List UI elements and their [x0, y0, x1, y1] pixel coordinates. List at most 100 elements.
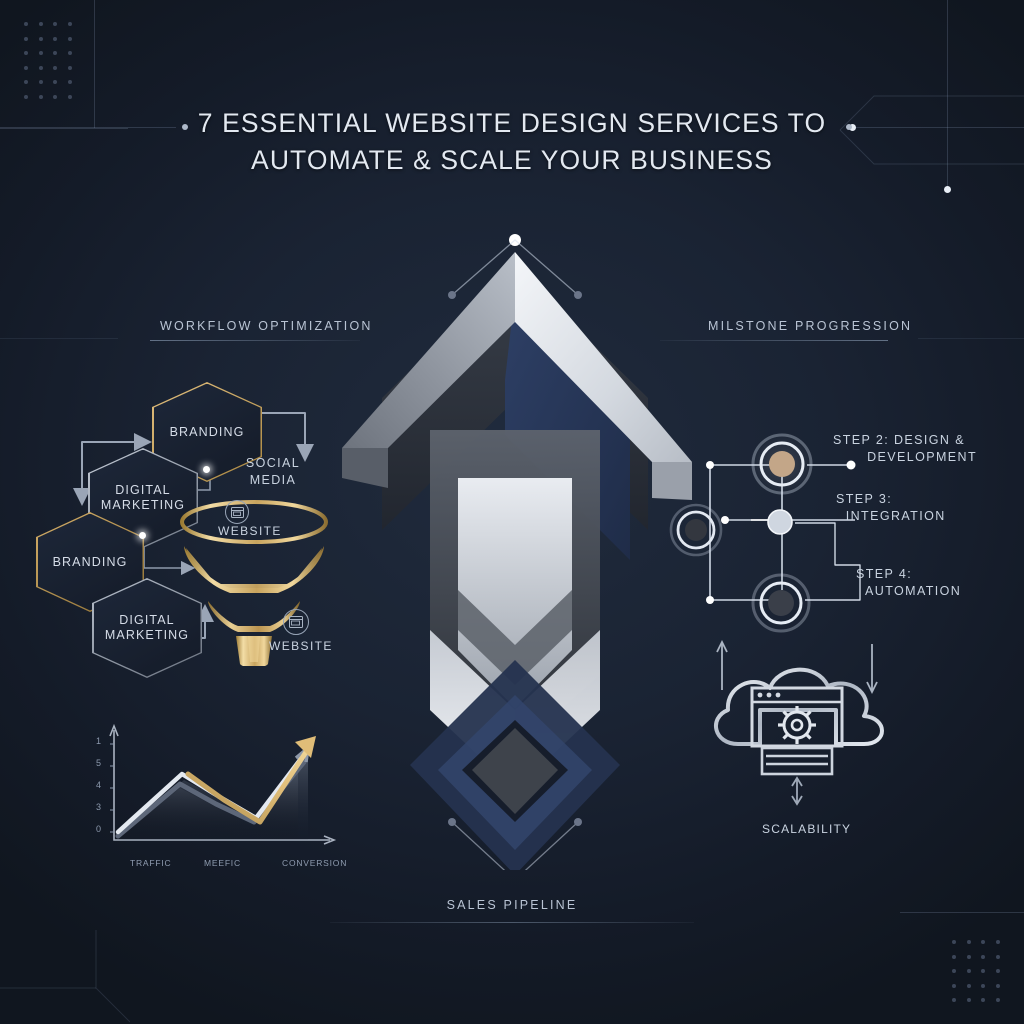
decor-line-top-left-vertical [94, 0, 95, 128]
grid-dot [67, 65, 72, 70]
grid-dot [981, 983, 985, 988]
browser-window-glyph-2 [289, 616, 303, 628]
decor-dot-top-right-a [944, 186, 951, 193]
decor-line-top-right-vertical [947, 0, 948, 190]
milestone-heading-label: MILSTONE PROGRESSION [708, 319, 913, 333]
grid-dot [981, 969, 985, 973]
workflow-heading-label: WORKFLOW OPTIMIZATION [160, 319, 373, 333]
central-arrow-graphic [342, 234, 692, 870]
growth-line-chart [109, 723, 337, 845]
sales-funnel-graphic [180, 500, 328, 666]
dot-grid-top-left [24, 22, 72, 99]
grid-dot [24, 80, 28, 84]
milestone-node-step-1[interactable] [668, 502, 724, 558]
decor-line-center-right [918, 338, 1024, 339]
gear-icon [778, 706, 816, 744]
grid-dot [53, 36, 57, 41]
chart-y-tick-label: 1 [96, 736, 102, 746]
funnel-website-label-bottom: WEBSITE [269, 639, 333, 653]
decor-line-top-left-horizontal [0, 128, 128, 129]
grid-dot [995, 954, 1000, 959]
grid-dot [966, 998, 971, 1002]
milestone-node-step-3[interactable] [766, 508, 794, 536]
grid-dot [24, 22, 28, 26]
decor-line-top-right-horizontal [850, 127, 1024, 128]
workflow-heading-rule [150, 340, 360, 341]
chart-x-tick-label: MEEFIC [204, 858, 241, 868]
grid-dot [952, 940, 956, 944]
grid-dot [38, 94, 43, 99]
title-bullet-left [182, 124, 188, 130]
grid-dot [952, 969, 956, 973]
grid-dot [67, 22, 72, 26]
browser-window-glyph [230, 506, 244, 518]
hex-digital-marketing-mid-label: DIGITAL MARKETING [100, 483, 186, 512]
page-title: 7 ESSENTIAL WEBSITE DESIGN SERVICES TO A… [0, 105, 1024, 179]
pipeline-heading-rule [330, 922, 694, 923]
grid-dot [995, 969, 1000, 973]
section-heading-pipeline: SALES PIPELINE [0, 896, 1024, 914]
social-media-label: SOCIAL MEDIA [245, 456, 301, 487]
dot-grid-bottom-right [952, 940, 1000, 1002]
grid-dot [67, 36, 72, 41]
step-4-node-rings [751, 573, 811, 633]
step-2-node-rings [751, 433, 813, 495]
title-bullet-right [846, 124, 852, 130]
grid-dot [53, 22, 57, 26]
title-line-1: 7 ESSENTIAL WEBSITE DESIGN SERVICES TO [197, 108, 827, 138]
grid-dot [966, 940, 971, 944]
grid-dot [24, 36, 28, 41]
grid-dot [24, 65, 28, 70]
grid-dot [53, 80, 57, 84]
grid-dot [24, 94, 28, 99]
milestone-node-step-2[interactable] [750, 432, 814, 496]
hex-digital-marketing-bottom-label: DIGITAL MARKETING [104, 613, 190, 642]
chart-y-tick-label: 0 [96, 824, 102, 834]
grid-dot [53, 65, 57, 70]
grid-dot [981, 940, 985, 944]
grid-dot [966, 954, 971, 959]
funnel-website-label-top: WEBSITE [218, 524, 282, 538]
hex-branding-top-label: BRANDING [169, 424, 245, 439]
milestone-step-4-label: STEP 4: AUTOMATION [856, 567, 962, 598]
grid-dot [38, 51, 43, 55]
decor-dot-top-right-b [849, 124, 856, 131]
milestone-step-2-label: STEP 2: DESIGN & DEVELOPMENT [833, 433, 977, 464]
grid-dot [995, 998, 1000, 1002]
grid-dot [38, 36, 43, 41]
chart-y-tick-label: 5 [96, 758, 102, 768]
grid-dot [952, 954, 956, 959]
browser-window-icon-bottom [283, 609, 309, 635]
grid-dot [995, 940, 1000, 944]
grid-dot [952, 998, 956, 1002]
scalability-label: SCALABILITY [762, 822, 852, 836]
grid-dot [67, 80, 72, 84]
pipeline-heading-label: SALES PIPELINE [446, 898, 578, 912]
grid-dot [38, 80, 43, 84]
hex-node-dot-mid [139, 532, 146, 539]
grid-dot [67, 51, 72, 55]
title-line-2: AUTOMATE & SCALE YOUR BUSINESS [251, 145, 773, 175]
grid-dot [995, 983, 1000, 988]
milestone-node-step-4[interactable] [750, 572, 812, 634]
chart-x-tick-label: TRAFFIC [130, 858, 172, 868]
grid-dot [24, 51, 28, 55]
cloud-browser-gear-icon [714, 640, 884, 806]
milestone-heading-rule [660, 340, 888, 341]
section-heading-workflow: WORKFLOW OPTIMIZATION [160, 317, 373, 335]
grid-dot [53, 51, 57, 55]
title-rule-left [0, 127, 176, 128]
decor-bevel-top-right [839, 95, 1024, 165]
grid-dot [952, 983, 956, 988]
decor-bevel-bottom-left [0, 930, 130, 1023]
hex-node-dot-top [203, 466, 210, 473]
step-3-node-rings [767, 509, 793, 535]
section-heading-milestone: MILSTONE PROGRESSION [708, 317, 912, 335]
grid-dot [966, 983, 971, 988]
hex-digital-marketing-bottom[interactable]: DIGITAL MARKETING [92, 578, 202, 678]
grid-dot [38, 22, 43, 26]
decor-line-bottom-right [900, 912, 1024, 913]
chart-y-tick-label: 4 [96, 780, 102, 790]
